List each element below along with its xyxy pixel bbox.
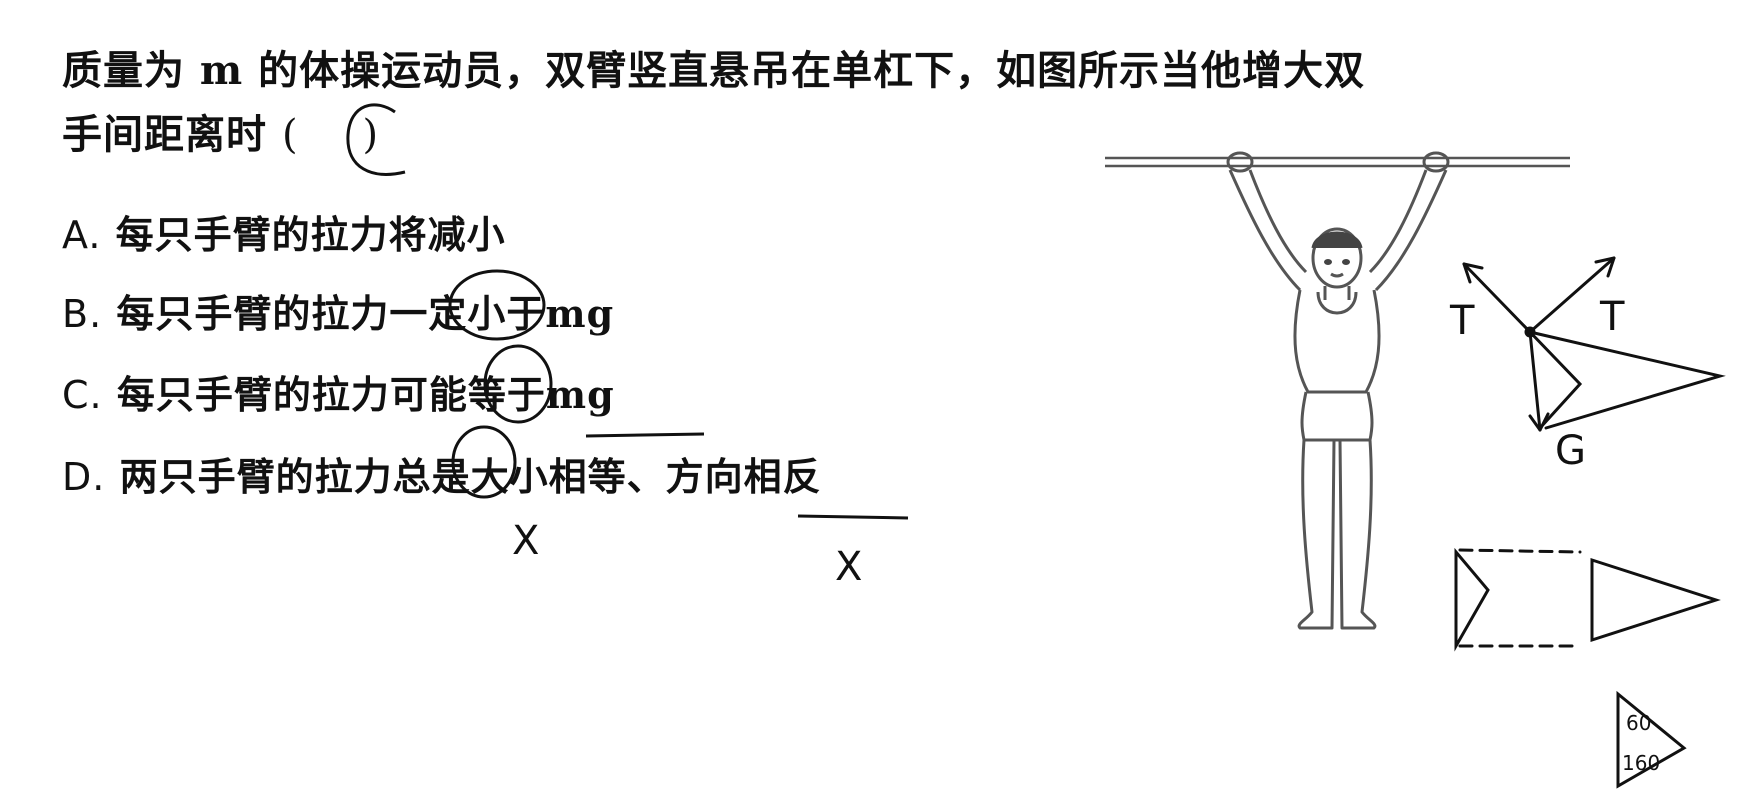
tension-label-right: T xyxy=(1599,294,1625,340)
high-bar xyxy=(1105,156,1570,168)
question-stem-line2: 手间距离时 () xyxy=(62,102,379,160)
force-diagram xyxy=(1462,256,1726,432)
triangle-sketch xyxy=(1454,547,1721,652)
angle-sketch xyxy=(1616,690,1687,789)
circle-neng xyxy=(483,344,553,424)
option-d-label: D. xyxy=(62,455,106,499)
option-a-text: 每只手臂的拉力将减小 xyxy=(115,212,506,257)
option-c-text: 每只手臂的拉力可能等于mg xyxy=(116,372,615,417)
option-a: A. 每只手臂的拉力将减小 xyxy=(62,204,506,259)
cross-mark-1: X xyxy=(512,518,539,564)
question-stem-line1: 质量为 m 的体操运动员，双臂竖直悬吊在单杠下，如图所示当他增大双 xyxy=(62,47,1366,94)
question-stem-line2-text: 手间距离时 xyxy=(62,111,267,158)
tension-label-left: T xyxy=(1449,298,1475,344)
circle-zong xyxy=(451,425,517,499)
option-c-label: C. xyxy=(62,373,103,417)
option-b-label: B. xyxy=(62,292,103,336)
option-a-label: A. xyxy=(62,213,102,257)
angle-label-160: 160 xyxy=(1622,751,1660,775)
gravity-label: G xyxy=(1555,428,1586,474)
answer-close-paren: ) xyxy=(362,112,380,158)
option-d: D. 两只手臂的拉力总是大小相等、方向相反 xyxy=(62,446,822,501)
answer-open-paren: ( xyxy=(281,112,299,158)
angle-label-60: 60 xyxy=(1626,711,1651,735)
gymnast-figure xyxy=(1226,151,1450,630)
underline-fangxiang xyxy=(797,514,909,520)
handwritten-answer-c xyxy=(346,103,406,176)
overline-xiangdeng xyxy=(585,432,705,438)
option-c: C. 每只手臂的拉力可能等于mg xyxy=(62,364,615,419)
option-d-text: 两只手臂的拉力总是大小相等、方向相反 xyxy=(119,454,822,499)
cross-mark-2: X xyxy=(835,544,862,590)
circle-yiding xyxy=(448,269,546,341)
